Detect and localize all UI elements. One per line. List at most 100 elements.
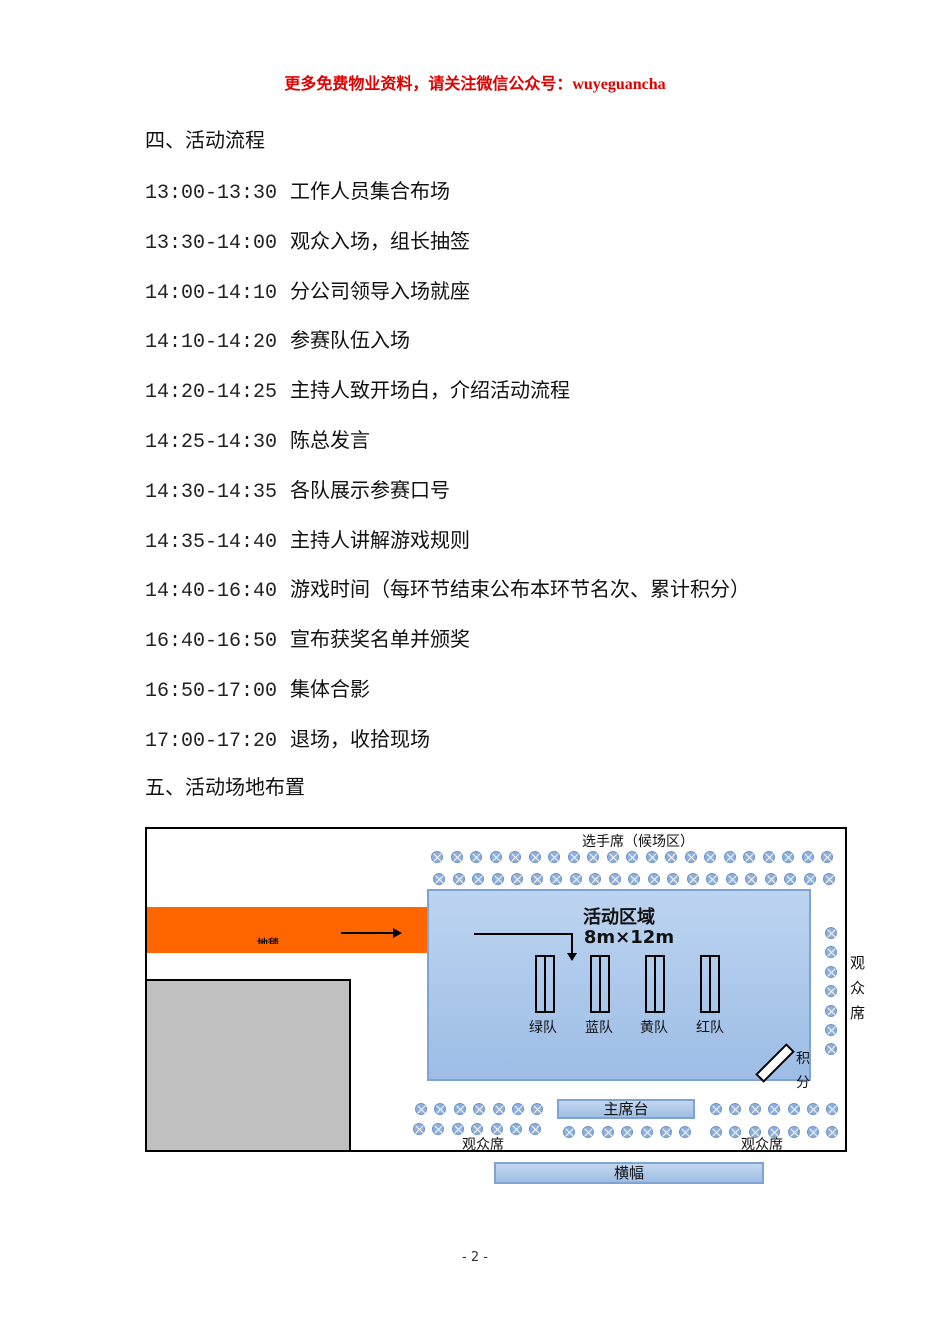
seat-icon (452, 873, 465, 885)
seat-icon (667, 873, 679, 885)
seat-icon (470, 851, 482, 863)
schedule-row: 14:40-16:40 游戏时间（每环节结束公布本环节名次、累计积分） (145, 573, 750, 603)
path-arrow-icon (474, 933, 572, 935)
seat-icon (826, 1103, 839, 1115)
schedule-time: 14:30-14:35 (145, 480, 278, 504)
seat-icon (471, 1123, 484, 1135)
seat-icon (723, 851, 736, 863)
lane-green (535, 955, 555, 1013)
score-label: 积分 (796, 1051, 810, 1091)
seat-icon (825, 1043, 837, 1056)
seat-icon (787, 1103, 800, 1115)
arrowhead-icon (393, 928, 402, 938)
header-note: 更多免费物业资料，请关注微信公众号：wuyeguancha (284, 76, 666, 93)
schedule-time: 13:00-13:30 (145, 182, 278, 205)
audience-right-label: 观众席 (850, 954, 866, 1022)
gray-building-block (145, 979, 351, 1152)
seat-icon (567, 851, 580, 863)
seat-icon (450, 851, 463, 863)
schedule-item: 主持人致开场白，介绍活动流程 (290, 378, 570, 403)
seat-icon (512, 1103, 524, 1115)
seat-icon (660, 1126, 672, 1138)
seat-icon (587, 851, 599, 863)
schedule-time: 17:00-17:20 (145, 729, 278, 753)
team-label: 红队 (696, 1020, 724, 1036)
seat-icon (510, 1123, 522, 1135)
seat-icon (528, 851, 541, 863)
scoreboard (755, 1043, 795, 1083)
schedule-time: 16:40-16:50 (145, 630, 278, 654)
seat-icon (704, 851, 716, 863)
seat-icon (563, 1126, 575, 1138)
carpet: 地毯 (147, 907, 427, 953)
seat-icon (825, 946, 837, 959)
seat-icon (764, 873, 777, 885)
seat-icon (768, 1126, 781, 1138)
seat-icon (453, 1103, 466, 1115)
seat-icon (531, 1103, 544, 1115)
seat-icon (826, 1126, 839, 1138)
lane-blue (590, 955, 610, 1013)
schedule-item: 分公司领导入场就座 (290, 278, 470, 303)
seat-icon (679, 1126, 692, 1138)
seat-icon (433, 873, 445, 885)
seat-icon (807, 1126, 819, 1138)
seat-icon (748, 1103, 761, 1115)
schedule-time: 14:10-14:20 (145, 331, 278, 355)
seat-icon (686, 873, 699, 885)
team-label: 黄队 (640, 1020, 668, 1036)
schedule-item: 退场，收拾现场 (290, 726, 430, 751)
seat-icon (548, 851, 560, 863)
seat-icon (492, 1103, 505, 1115)
schedule-item: 游戏时间（每环节结束公布本环节名次、累计积分） (290, 577, 750, 602)
seat-icon (729, 1126, 742, 1138)
seat-icon (473, 1103, 486, 1115)
carpet-label: 地毯 (257, 937, 279, 944)
seat-icon (489, 851, 502, 863)
schedule-item: 观众入场，组长抽签 (290, 228, 470, 253)
schedule-time: 14:40-16:40 (145, 580, 278, 604)
seat-icon (710, 1126, 722, 1138)
seat-icon (569, 873, 582, 885)
schedule-time: 14:35-14:40 (145, 530, 278, 554)
area-size: 8m×12m (583, 927, 675, 948)
seat-icon (491, 873, 504, 885)
seat-icon (550, 873, 562, 885)
seat-icon (825, 1004, 837, 1017)
seat-icon (529, 1123, 542, 1135)
seat-icon (626, 851, 638, 863)
schedule-time: 14:25-14:30 (145, 431, 278, 454)
seat-icon (434, 1103, 447, 1115)
banner-label: 横幅 (613, 1164, 644, 1182)
seat-icon (621, 1126, 634, 1138)
schedule-item: 集体合影 (290, 677, 370, 701)
seat-icon (821, 851, 833, 863)
seat-icon (413, 1123, 425, 1135)
seat-icon (706, 873, 718, 885)
seat-icon (582, 1126, 595, 1138)
path-arrow-line (571, 933, 573, 955)
seat-icon (647, 873, 660, 885)
seat-icon (415, 1103, 427, 1115)
seat-icon (665, 851, 677, 863)
seat-icon (431, 851, 443, 863)
seat-icon (823, 873, 835, 885)
seat-icon (782, 851, 794, 863)
main-stage: 主席台 (557, 1099, 695, 1119)
venue-layout-diagram: 地毯 活动区域 8m×12m 绿队 蓝队 黄队 红队 积分 选手席（候场区） 观… (145, 827, 865, 1153)
seat-icon (803, 873, 816, 885)
lane-red (700, 955, 720, 1013)
seat-icon (511, 873, 523, 885)
seat-icon (748, 1126, 761, 1138)
schedule-row: 17:00-17:20 退场，收拾现场 (145, 723, 430, 753)
team-label: 蓝队 (585, 1020, 613, 1036)
seat-icon (432, 1123, 445, 1135)
seat-icon (684, 851, 697, 863)
seat-icon (606, 851, 619, 863)
